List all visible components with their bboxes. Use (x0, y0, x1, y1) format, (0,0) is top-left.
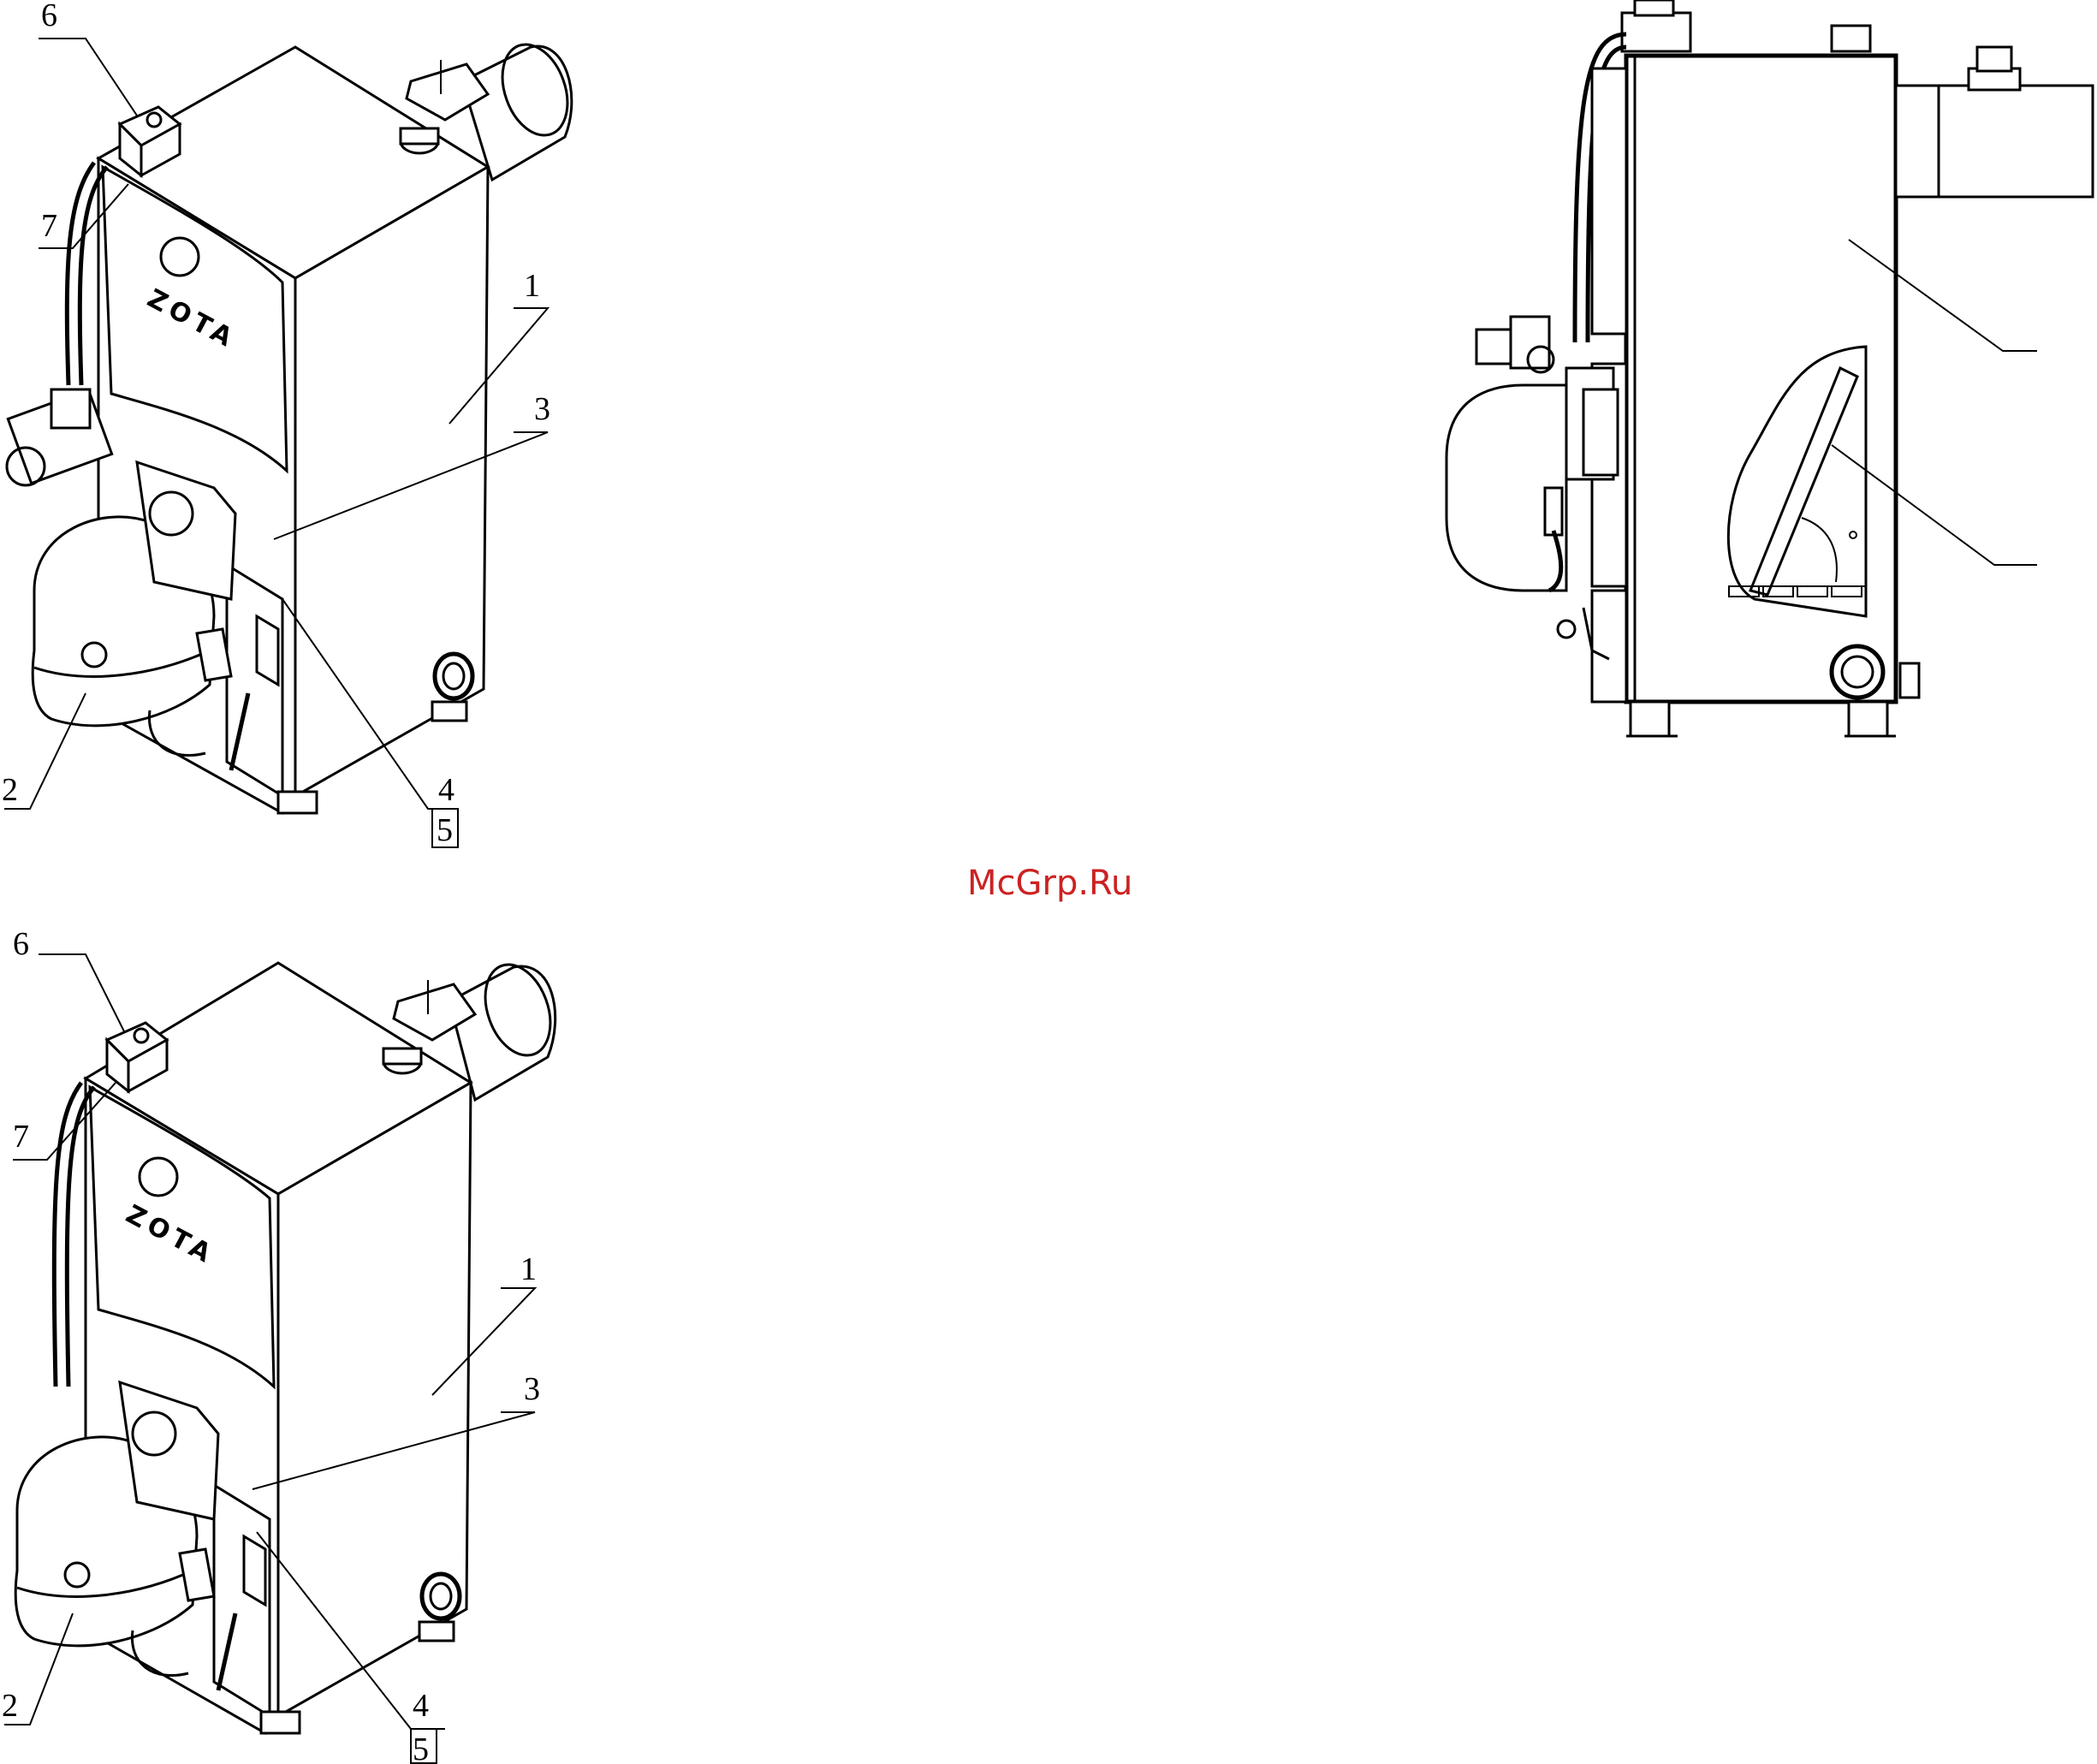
side-flue (1896, 86, 2093, 197)
callout-7-b: 7 (13, 1119, 29, 1155)
boiler-isometric-top: ZOTA (2, 0, 579, 848)
callout-2: 2 (2, 772, 18, 808)
callout-4: 4 (438, 772, 454, 808)
callout-3-b: 3 (524, 1371, 540, 1407)
boiler-side-view (1447, 0, 2093, 736)
callout-1: 1 (524, 268, 540, 304)
callout-2-b: 2 (2, 1688, 18, 1724)
cutaway-section (1728, 347, 1866, 616)
callout-7: 7 (41, 208, 57, 244)
watermark: McGrp.Ru (967, 864, 1132, 903)
callout-3: 3 (534, 391, 550, 427)
boiler-isometric-bottom: ZOTA (2, 926, 562, 1764)
callout-5: 5 (437, 812, 453, 848)
callout-6-b: 6 (13, 926, 29, 962)
callout-5-b: 5 (413, 1731, 429, 1764)
callout-1-b: 1 (520, 1251, 537, 1287)
flue-pipe (462, 35, 579, 180)
callout-6: 6 (41, 0, 57, 33)
callout-4-b: 4 (413, 1688, 429, 1724)
